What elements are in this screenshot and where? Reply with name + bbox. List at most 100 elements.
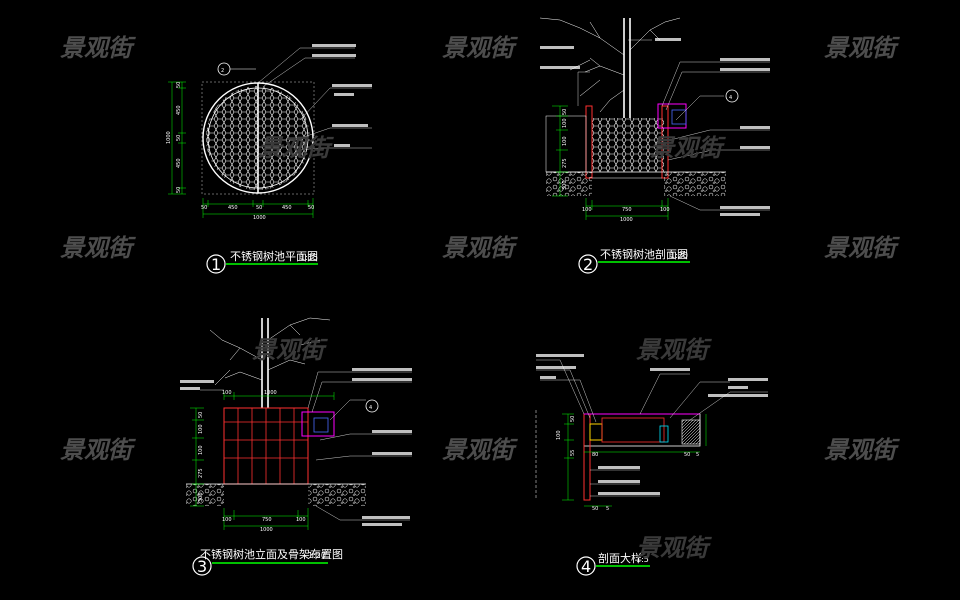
dim-text: 450 [228, 205, 238, 211]
dim-text: 1000 [264, 390, 277, 396]
dim-text: 50 [570, 416, 576, 422]
detail-hatch [681, 419, 701, 445]
leader-labels [536, 354, 768, 495]
dim-text: 5 [606, 506, 609, 512]
dim-text: 50 [176, 187, 182, 193]
dim-text: 50 [198, 412, 204, 418]
drawing-number: 1 [211, 255, 221, 274]
drawing-number-circle [206, 254, 226, 274]
watermark: 景观街 [442, 234, 518, 262]
dim-text: 50 [684, 452, 690, 458]
callout-circle [725, 89, 739, 103]
leader-labels [540, 38, 770, 216]
dim-text: 450 [282, 205, 292, 211]
elevation-drawing: 4 100 1000 [180, 317, 412, 576]
rim-inner [671, 109, 687, 125]
watermark: 景观街 [824, 34, 900, 62]
plan-bbox [201, 81, 315, 195]
watermark: 景观街 [60, 436, 136, 464]
dim-text: 50 [201, 205, 207, 211]
dim-left [190, 407, 204, 507]
detail-left-wall [583, 413, 591, 501]
dim-bottom [202, 198, 314, 218]
pit-wall-left [585, 105, 593, 179]
leader-labels [312, 44, 372, 147]
plan-drawing: 2 50 450 5 [166, 44, 372, 274]
watermark-layer: 景观街 景观街 景观街 景观街 景观街 景观街 景观街 景观街 景观街 景观街 … [60, 34, 900, 562]
dim-text: 1000 [253, 215, 266, 221]
dim-text: 750 [622, 207, 632, 213]
drawing-title: 不锈钢树池剖面图 [600, 247, 688, 261]
drawing-number-circle [192, 556, 212, 576]
drawing-scale: 1:15 [300, 253, 318, 262]
dim-bottom [585, 198, 669, 220]
watermark: 景观街 [636, 534, 712, 562]
dim-text: 50 [562, 109, 568, 115]
dim-text: 5 [696, 452, 699, 458]
dim-text: 55 [570, 450, 576, 456]
dim-top [223, 392, 335, 400]
hex-fill [592, 118, 664, 172]
dim-text: 1000 [260, 527, 273, 533]
dim-text: 275 [562, 158, 568, 168]
section-drawing: 4 [539, 17, 770, 274]
leader-lines [577, 39, 770, 211]
dim-text: 450 [176, 105, 182, 115]
watermark: 景观街 [252, 336, 328, 364]
tree-sketch [539, 17, 681, 118]
dim-text: 450 [176, 158, 182, 168]
dim-left [552, 105, 568, 197]
drawing-scale: 1:5 [636, 555, 649, 564]
gravel-right [664, 172, 726, 196]
watermark: 景观街 [650, 134, 726, 162]
dim-text: 50 [256, 205, 262, 211]
dim-text: 1000 [166, 131, 172, 144]
dim-text: 100 [222, 390, 232, 396]
drawing-scale: 1:20 [670, 251, 688, 260]
drawing-number: 3 [197, 557, 207, 576]
watermark: 景观街 [636, 336, 712, 364]
dim-text: 80 [592, 452, 598, 458]
dim-left [168, 81, 186, 195]
watermark: 景观街 [824, 234, 900, 262]
dim-text: 1000 [620, 217, 633, 223]
drawing-number: 2 [583, 255, 593, 274]
watermark: 景观街 [258, 134, 334, 162]
dim-text: 100 [562, 118, 568, 128]
dim-text: 100 [582, 207, 592, 213]
dim-text: 100 [222, 517, 232, 523]
dim-text: 100 [556, 430, 562, 440]
dim-text: 50 [592, 506, 598, 512]
leader-lines [257, 47, 372, 151]
callout-number: 4 [369, 405, 372, 411]
dim-text: 300 [562, 180, 568, 190]
watermark: 景观街 [824, 436, 900, 464]
detail-pipe [659, 425, 669, 443]
detail-drawing: 100 50 55 80 50 5 50 5 4 剖面大样 1:5 [535, 354, 768, 576]
dim-text: 275 [198, 468, 204, 478]
rim-box [301, 411, 335, 437]
dim-text: 300 [198, 492, 204, 502]
detail-corner [589, 423, 603, 441]
drawing-number: 4 [581, 557, 591, 576]
gravel-right [308, 484, 366, 506]
dim-text: 50 [176, 135, 182, 141]
gravel-left [546, 172, 592, 196]
callout-number: 2 [221, 68, 224, 74]
dim-text: 100 [296, 517, 306, 523]
frame-grid [224, 408, 308, 484]
drawing-title: 剖面大样 [598, 551, 642, 565]
drawing-title: 不锈钢树池平面图 [230, 249, 318, 263]
rim-inner [313, 417, 329, 433]
drawing-number-circle [576, 556, 596, 576]
dim-lines [562, 413, 707, 507]
leader-labels [180, 368, 412, 526]
detail-inner [601, 417, 665, 443]
watermark: 景观街 [442, 34, 518, 62]
drawing-title: 不锈钢树池立面及骨架布置图 [200, 547, 343, 561]
callout-number: 4 [729, 95, 732, 101]
dim-text: 100 [198, 424, 204, 434]
dim-text: 100 [660, 207, 670, 213]
drawing-number-circle [578, 254, 598, 274]
